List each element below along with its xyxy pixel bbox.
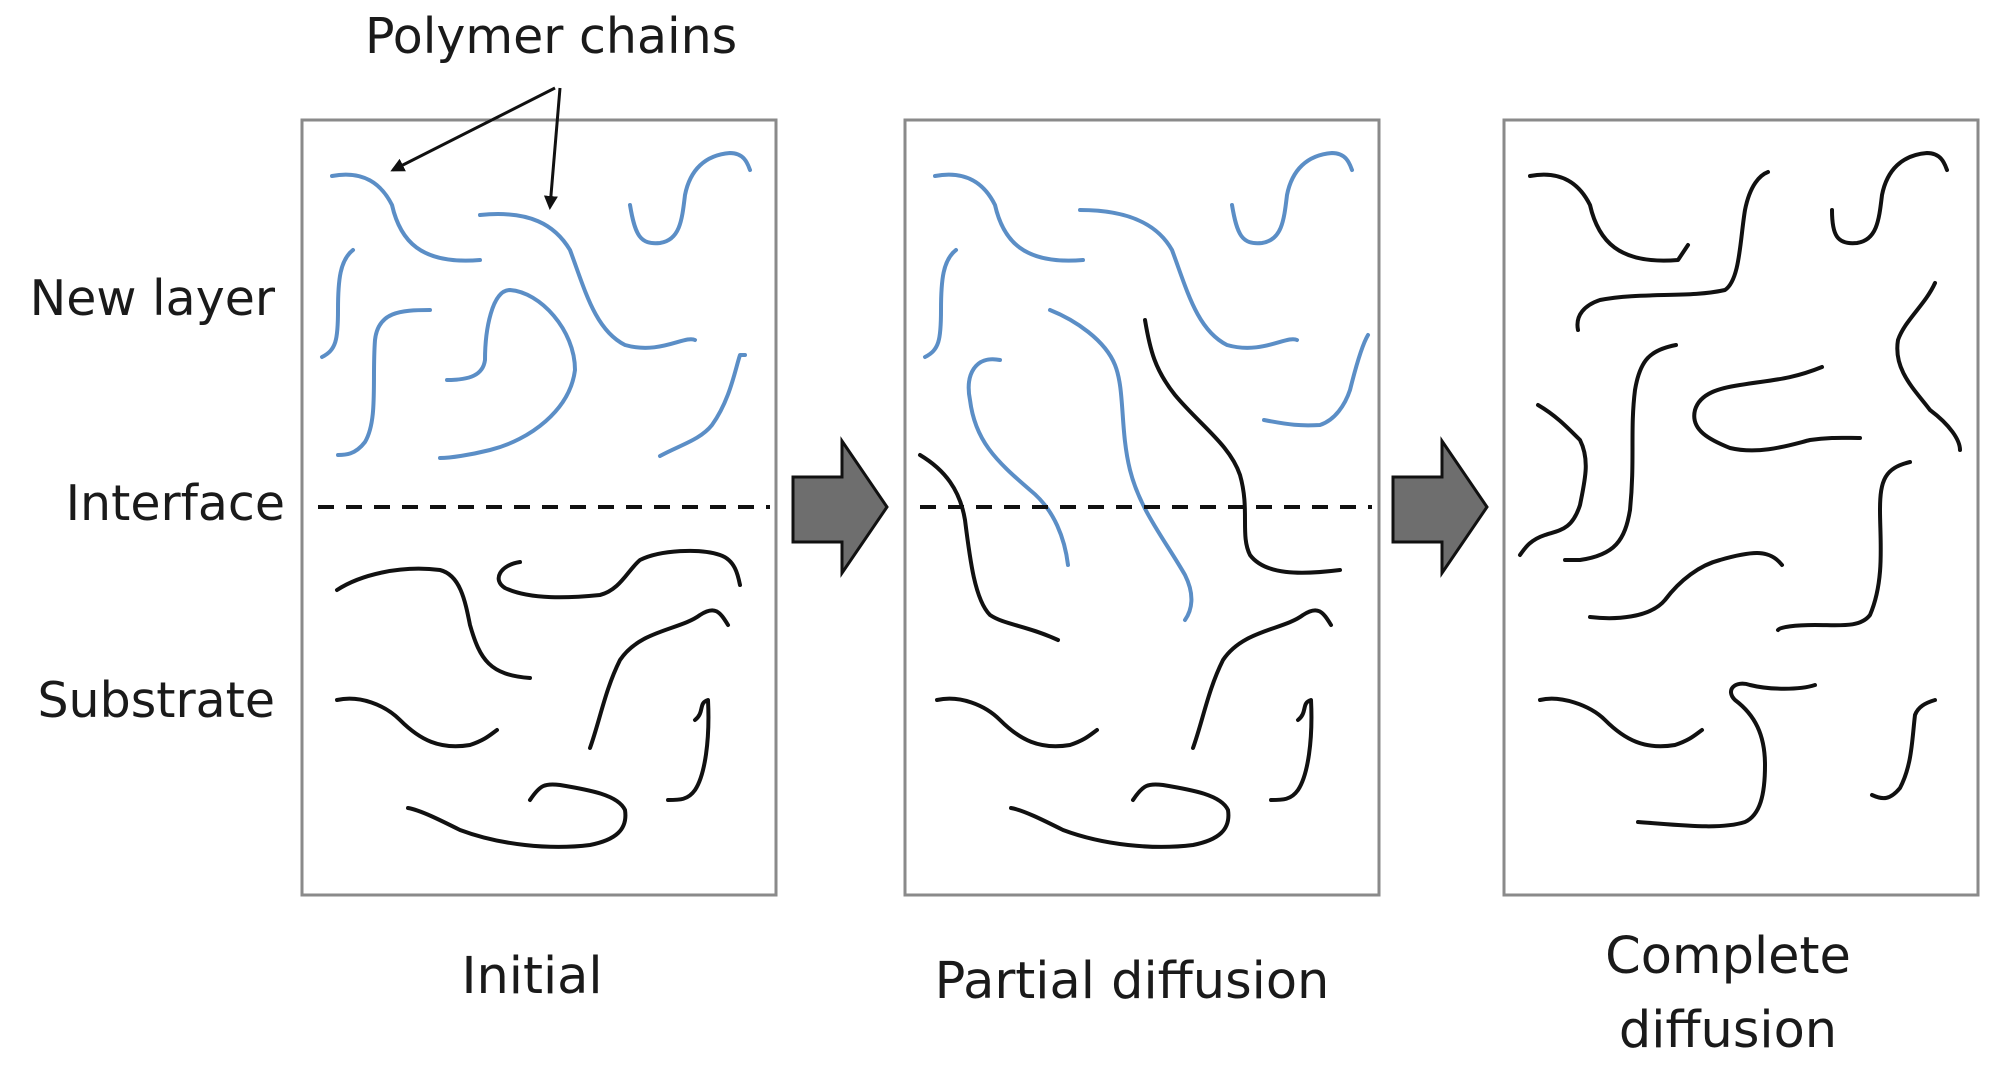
polymer-chain	[1538, 696, 1704, 749]
polymer-chain	[1528, 172, 1690, 263]
pointer-arrow-right	[543, 87, 562, 210]
polymer-chain	[1143, 318, 1342, 575]
polymer-chain	[1575, 170, 1770, 332]
polymer-chain	[1830, 151, 1949, 246]
polymer-chain	[1776, 460, 1912, 632]
arrow-right-icon	[791, 436, 889, 578]
panel-initial-substrate-chains	[335, 548, 742, 849]
polymer-chain	[918, 453, 1060, 642]
polymer-chain	[1563, 343, 1678, 562]
panel-caption-initial: Initial	[461, 947, 603, 1006]
polymer-chain	[1269, 698, 1314, 802]
panel-partial-substrate-chains	[918, 318, 1342, 849]
polymer-chain	[933, 172, 1085, 263]
polymer-chain	[1262, 333, 1370, 428]
polymer-chain	[478, 212, 697, 350]
polymer-chain	[628, 151, 752, 246]
polymer-chain	[320, 248, 355, 359]
polymer-chain	[1009, 782, 1231, 849]
panel-partial-new-layer-chains	[923, 151, 1370, 622]
side-label-new-layer: New layer	[29, 270, 275, 327]
panel-caption-partial-diffusion: Partial diffusion	[934, 952, 1330, 1011]
panel-initial-frame	[300, 118, 778, 897]
arrow-right-icon	[1391, 436, 1489, 578]
polymer-chain	[588, 608, 730, 750]
polymer-chain	[923, 248, 958, 359]
panel-caption-complete-line2: diffusion	[1618, 1000, 1838, 1060]
polymer-chain	[1692, 365, 1862, 453]
polymer-chain	[1588, 551, 1784, 621]
polymer-chain	[935, 696, 1099, 749]
annotation-pointer-arrows	[390, 86, 562, 210]
polymer-chain	[1870, 698, 1937, 801]
polymer-chain	[1048, 308, 1194, 622]
polymer-chain	[1078, 208, 1299, 350]
pointer-arrow-left	[390, 86, 556, 172]
polymer-chain	[1636, 681, 1817, 829]
polymer-chain	[666, 698, 711, 802]
polymer-chain	[496, 548, 742, 600]
panel-caption-complete-line1: Complete	[1605, 927, 1851, 986]
polymer-chains-annotation: Polymer chains	[365, 8, 738, 65]
panel-complete-chains	[1518, 151, 1962, 829]
polymer-chain	[658, 353, 747, 458]
polymer-chain	[1518, 403, 1588, 557]
polymer-chain	[438, 288, 577, 460]
side-label-substrate: Substrate	[37, 672, 275, 729]
polymer-chain	[335, 566, 532, 680]
polymer-chain	[1191, 608, 1333, 750]
polymer-chain	[966, 357, 1070, 567]
polymer-chain	[336, 308, 432, 457]
polymer-chain	[335, 696, 499, 749]
polymer-chain	[330, 172, 482, 263]
polymer-chain	[1230, 151, 1354, 246]
polymer-chain	[1895, 281, 1962, 452]
side-label-interface: Interface	[65, 475, 285, 532]
panel-initial-new-layer-chains	[320, 151, 752, 460]
polymer-chain	[406, 782, 628, 849]
panel-caption-complete-diffusion: Complete diffusion	[1605, 920, 1851, 1068]
